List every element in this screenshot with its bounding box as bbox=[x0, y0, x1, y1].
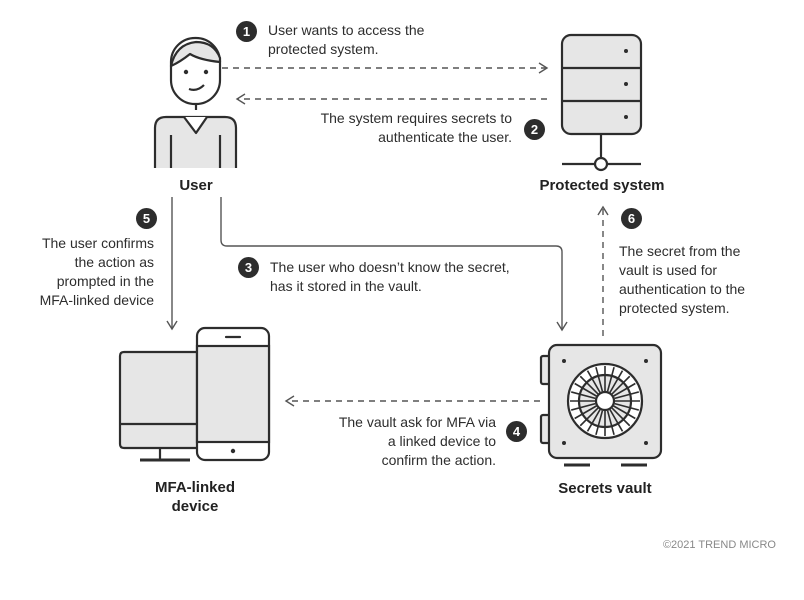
vault-dial-spoke bbox=[614, 391, 640, 400]
vault-dial-spoke bbox=[595, 410, 604, 436]
protected-system-label: Protected system bbox=[539, 177, 665, 194]
step-5-badge: 5 bbox=[136, 208, 157, 229]
vault-dial-spoke bbox=[570, 402, 596, 411]
step-3-badge: 3 bbox=[238, 257, 259, 278]
user-label: User bbox=[179, 177, 213, 194]
step-6-badge: 6 bbox=[621, 208, 642, 229]
step-3-text: The user who doesn’t know the secret,has… bbox=[270, 259, 510, 294]
monitor-icon bbox=[118, 350, 197, 462]
secrets-vault-label: Secrets vault bbox=[558, 480, 652, 497]
vault-dial-spoke bbox=[606, 366, 615, 392]
vault-dial-spoke bbox=[579, 407, 599, 427]
step-1-badge: 1 bbox=[236, 21, 257, 42]
vault-dial-spoke bbox=[574, 382, 597, 397]
user-icon bbox=[153, 36, 238, 168]
vault-dial-spoke bbox=[613, 405, 636, 420]
vault-dial-spoke bbox=[611, 375, 631, 395]
vault-dial-spoke bbox=[586, 370, 601, 393]
vault-dial-spoke bbox=[586, 409, 601, 432]
smartphone-icon bbox=[195, 326, 271, 462]
step-4-badge: 4 bbox=[506, 421, 527, 442]
vault-dial-spoke bbox=[611, 407, 631, 427]
vault-dial-spoke bbox=[613, 382, 636, 397]
step-2-badge: 2 bbox=[524, 119, 545, 140]
vault-dial-spoke bbox=[609, 370, 624, 393]
copyright: ©2021 TREND MICRO bbox=[662, 539, 776, 551]
vault-dial-spoke bbox=[606, 410, 615, 436]
vault-icon bbox=[539, 343, 663, 467]
vault-dial-spoke bbox=[574, 405, 597, 420]
vault-dial-spoke bbox=[579, 375, 599, 395]
vault-dial-spoke bbox=[614, 402, 640, 411]
vault-dial-spoke bbox=[609, 409, 624, 432]
vault-dial-spoke bbox=[570, 391, 596, 400]
arrow-step-3 bbox=[220, 197, 568, 332]
server-icon bbox=[560, 33, 643, 172]
vault-dial-spoke bbox=[595, 366, 604, 392]
